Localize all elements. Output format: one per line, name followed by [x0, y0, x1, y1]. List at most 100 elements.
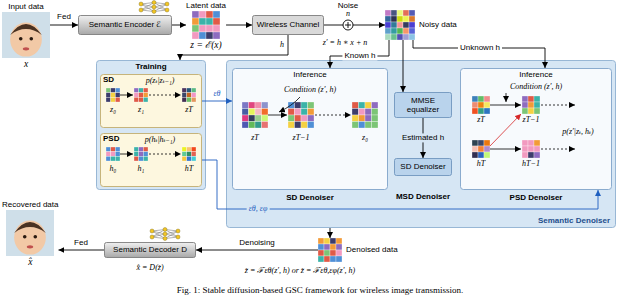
diagram-label: MSD Denoiser — [396, 192, 450, 201]
connector — [58, 250, 104, 251]
drawing-part — [120, 95, 133, 96]
grid-cell — [206, 18, 213, 25]
mouth — [23, 47, 29, 50]
grid-cell — [191, 147, 196, 152]
node-text: Denoised data — [346, 245, 398, 254]
diagram-label: h₀ — [110, 164, 117, 173]
grid-cell — [385, 34, 391, 40]
drawing-part — [279, 97, 300, 112]
connector — [226, 25, 252, 26]
latent-grids — [106, 88, 540, 161]
grid-cell — [242, 109, 249, 116]
grid-cell — [372, 115, 379, 122]
drawing-part — [490, 114, 521, 146]
picture — [6, 210, 54, 256]
grid-cell — [295, 122, 302, 129]
grid-cell — [534, 102, 540, 108]
grid-cell — [115, 88, 120, 93]
grid-cell — [359, 102, 366, 109]
grid-cell — [522, 152, 528, 158]
grid-cell — [192, 11, 199, 18]
node-text: x — [24, 59, 28, 70]
grid-cell — [288, 109, 295, 116]
icon-neuron — [165, 8, 169, 12]
hair — [14, 222, 46, 233]
grid-cell — [478, 140, 484, 146]
grid-cell — [318, 250, 324, 256]
grid-cell — [134, 152, 139, 157]
node-text: Training — [96, 62, 206, 71]
grid-cell — [187, 152, 192, 157]
grid-cell — [111, 156, 116, 161]
diagram-label: p(z′|zₜ, hₜ) — [562, 127, 593, 136]
grid-cell — [403, 22, 409, 28]
grid-cell — [182, 88, 187, 93]
grid-cell — [330, 244, 336, 250]
noisy-grid: Noisy data — [385, 10, 457, 40]
grid-cell — [318, 244, 324, 250]
grid-cell — [324, 244, 330, 250]
grid-cell — [318, 256, 324, 262]
grid-cell — [359, 115, 366, 122]
grid-cell — [391, 22, 397, 28]
drawing-part — [522, 96, 540, 114]
grid-cell — [187, 93, 192, 98]
grid-cell — [255, 102, 262, 109]
diagram-label: hT — [477, 159, 485, 168]
drawing-part — [149, 154, 181, 155]
grid-cell — [191, 88, 196, 93]
grid-cell — [111, 147, 116, 152]
edge-label: Fed — [74, 238, 88, 247]
node-text: MMSE equalizer — [397, 96, 449, 114]
grid-cell — [191, 97, 196, 102]
icon-neuron — [163, 228, 167, 232]
denoised-grid: Denoised data — [318, 238, 398, 262]
node-text: SD — [103, 75, 114, 84]
grid-cell — [301, 109, 308, 116]
grid-cell — [106, 147, 111, 152]
grid-cell — [359, 122, 366, 129]
grid-cell — [391, 34, 397, 40]
node-shape — [461, 69, 612, 190]
grid-cell — [372, 109, 379, 116]
grid-cell — [295, 109, 302, 116]
drawing-part — [472, 140, 490, 158]
grid-cell — [262, 122, 269, 129]
grid-cell — [308, 102, 315, 109]
grid-cell — [295, 102, 302, 109]
adder-symbol — [343, 20, 353, 30]
grid-cell — [484, 146, 490, 152]
grid-cell — [522, 140, 528, 146]
node-text: Latent data — [186, 1, 226, 10]
grid-cell — [288, 122, 295, 129]
node-text: Input data — [8, 2, 44, 11]
node-text: Wireless Channel — [257, 20, 320, 29]
node-shape — [395, 159, 452, 176]
grid-cell — [318, 238, 324, 244]
drawing-part — [134, 88, 148, 102]
diagram-label: Noise — [338, 1, 358, 10]
grid-cell — [134, 156, 139, 161]
grid-cell — [336, 256, 342, 262]
grid-cell — [199, 25, 206, 32]
grid-cell — [352, 115, 359, 122]
grid-cell — [106, 93, 111, 98]
edge-label: Fed — [57, 12, 71, 21]
grid-cell — [324, 238, 330, 244]
icon-neuron — [165, 2, 169, 6]
connector — [413, 40, 545, 68]
node-text: SD Denoiser — [400, 162, 445, 171]
grid-cell — [115, 147, 120, 152]
node-text: Semantic Denoiser — [538, 216, 610, 225]
diagram-label: hT — [185, 164, 193, 173]
node-shape — [101, 134, 202, 187]
grid-cell — [528, 108, 534, 114]
grid-cell — [143, 88, 148, 93]
drawing-part — [490, 105, 521, 106]
latent-mosaic — [385, 10, 415, 40]
grid-cell — [385, 16, 391, 22]
grid-cell — [365, 109, 372, 116]
grid-cell — [409, 34, 415, 40]
grid-cell — [365, 122, 372, 129]
connector — [196, 250, 318, 251]
